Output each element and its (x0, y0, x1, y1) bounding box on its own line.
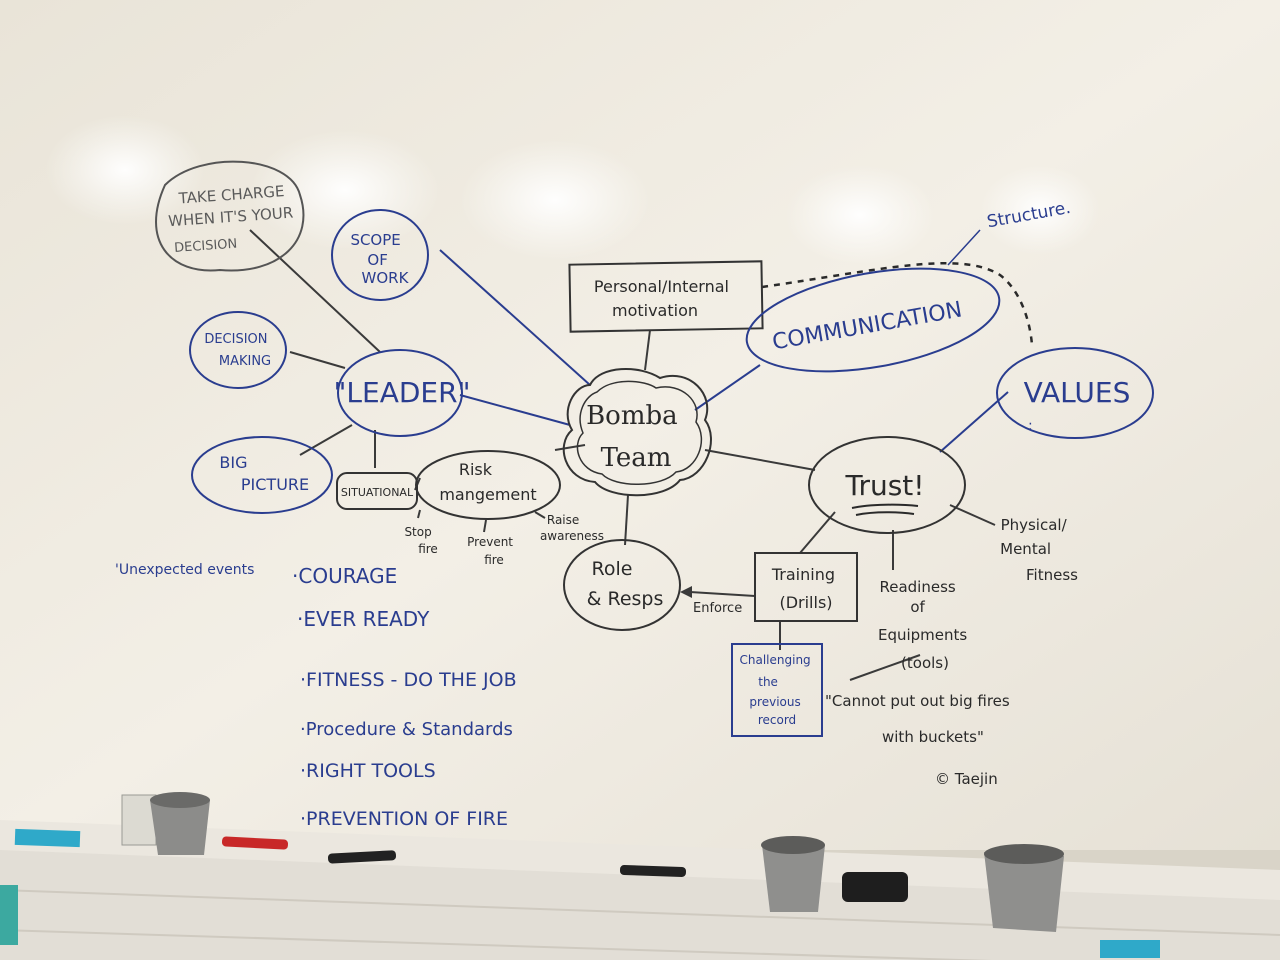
list-item: ·COURAGE (292, 564, 397, 588)
situational-label: SITUATIONAL (341, 486, 414, 499)
light-glare (45, 115, 205, 225)
eraser (842, 872, 908, 902)
metal-cup (762, 845, 825, 912)
list-heading: 'Unexpected events (115, 562, 254, 578)
signature: © Taejin (935, 770, 998, 788)
light-glare (460, 140, 650, 260)
list-item: ·RIGHT TOOLS (300, 760, 436, 782)
metal-cup (150, 800, 210, 855)
leader-label: "LEADER" (334, 376, 471, 409)
list-item: ·Procedure & Standards (300, 719, 513, 740)
list-item: ·PREVENTION OF FIRE (300, 808, 508, 830)
list-item: ·FITNESS - DO THE JOB (300, 669, 517, 691)
teal-object (0, 885, 18, 945)
light-glare (785, 165, 935, 265)
sticky-note (1100, 940, 1160, 958)
sticky-note (15, 829, 81, 847)
values-dots: : (1028, 418, 1033, 434)
list-item: ·EVER READY (297, 607, 430, 631)
trust-label: Trust! (844, 469, 924, 502)
values-label: VALUES (1024, 376, 1131, 409)
enforce-label: Enforce (693, 601, 742, 616)
